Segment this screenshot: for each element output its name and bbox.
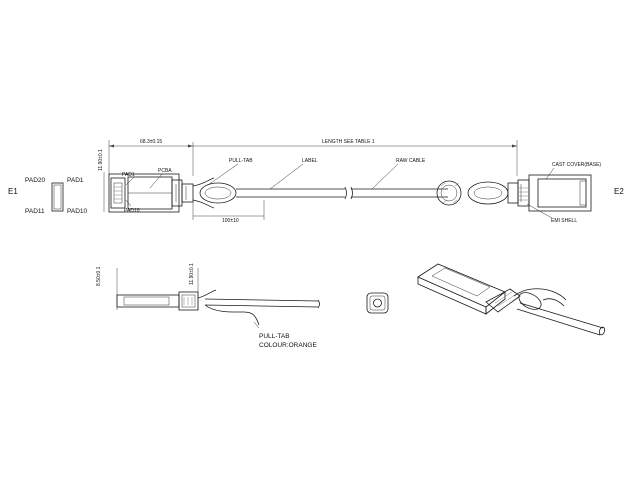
pad10-left-label: PAD10	[67, 208, 87, 215]
module-length-dimension: 68.3±0.15	[140, 139, 162, 145]
pad1-callout: PAD1	[122, 172, 135, 178]
length-dimension: LENGTH SEE TABLE 1	[322, 139, 375, 145]
pad-block	[51, 182, 64, 212]
e2-label: E2	[614, 187, 624, 196]
pad-diagram: E1 PAD20 PAD1 PAD11 PAD10	[8, 177, 87, 215]
pad11-label: PAD11	[25, 208, 45, 215]
side-view: 8.50±0.1 11.90±0.1 PULL-TAB COLOUR:ORANG…	[96, 263, 320, 349]
e1-label: E1	[8, 187, 18, 196]
pad10-callout: PAD10	[124, 208, 140, 214]
isometric-view	[417, 263, 606, 336]
height-side-2-dimension: 11.90±0.1	[189, 263, 195, 285]
end-view	[366, 292, 389, 314]
cast-cover-callout: CAST COVER(BASE)	[552, 162, 601, 168]
pad20-label: PAD20	[25, 177, 45, 184]
pad1-left-label: PAD1	[67, 177, 84, 184]
label-length-dimension: 100±10	[222, 218, 239, 224]
height-side-1-dimension: 8.50±0.1	[96, 266, 102, 286]
pcba-callout: PCBA	[158, 168, 172, 174]
emi-shell-callout: EMI SHELL	[551, 218, 577, 224]
pull-tab-loop-left	[199, 182, 237, 204]
pull-tab-callout: PULL-TAB	[229, 158, 253, 164]
label-callout: LABEL	[302, 158, 318, 164]
right-connector-body	[528, 174, 592, 212]
raw-cable-callout: RAW CABLE	[396, 158, 426, 164]
left-connector-body	[108, 173, 180, 213]
top-view: LENGTH SEE TABLE 1 68.3±0.15 11.90±0.1	[98, 139, 601, 224]
pull-tab-ring-right	[436, 180, 462, 206]
pull-tab-note-2: COLOUR:ORANGE	[259, 342, 317, 349]
pull-tab-note-1: PULL-TAB	[259, 333, 290, 340]
height-top-dimension: 11.90±0.1	[98, 149, 104, 171]
